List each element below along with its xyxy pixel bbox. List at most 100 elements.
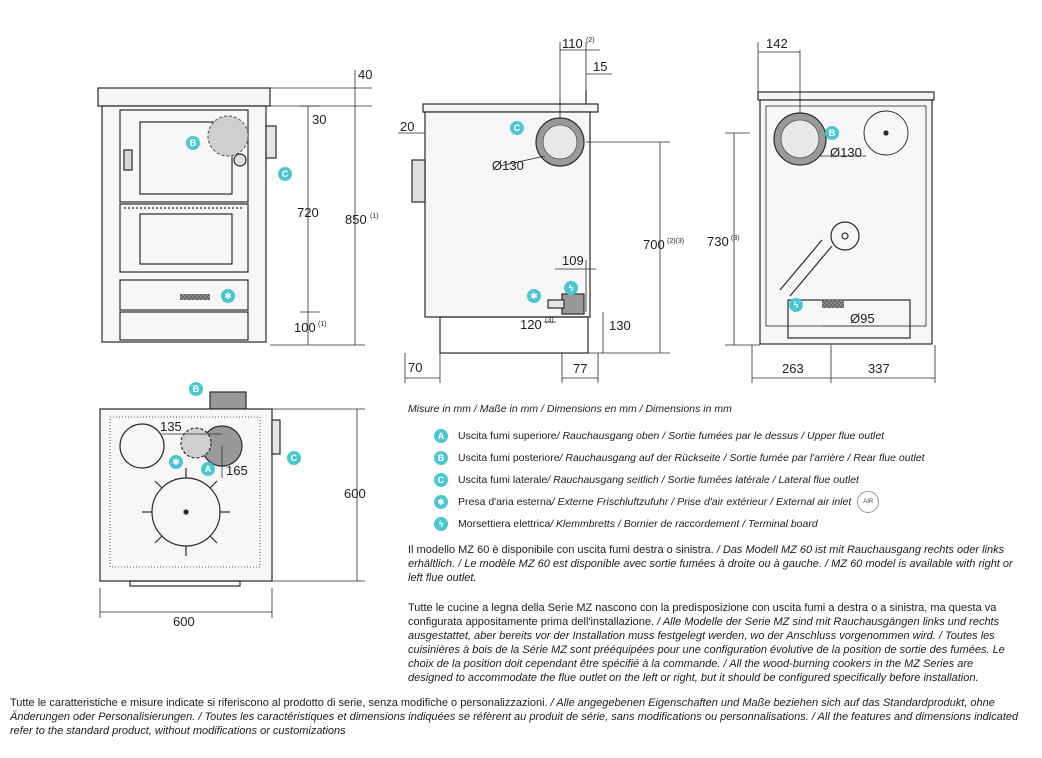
dim-top-135: 135 [160,419,182,434]
legend-item-air-inlet: ✱Presa d'aria esterna / Externe Frischlu… [408,491,968,513]
badge-a-icon: A [434,429,448,443]
dim-top-165: 165 [226,463,248,478]
lightning-icon: ϟ [434,517,448,531]
badge-air-side [527,289,541,303]
side-flue-stub [265,125,277,159]
dim-side-15: 15 [593,59,607,74]
rear-ash-box [787,299,911,339]
legend: Misure in mm / Maße in mm / Dimensions e… [408,402,968,535]
badge-air-top [169,455,183,469]
dim-side-700: 700 [643,237,665,252]
badge-b-top [189,382,203,396]
oven-window [139,213,233,265]
badge-b-top-label: B [193,384,200,394]
badge-c-top [287,451,301,465]
rear-dimensions [725,42,936,383]
note-series: Tutte le cucine a legna della Serie MZ n… [408,602,1005,684]
badge-terminal-rear [789,298,803,312]
top-rear-flue [209,391,247,410]
badge-terminal-side [564,281,578,295]
dim-side-700-sup: (2)(3) [667,238,684,245]
dim-front-720: 720 [297,205,319,220]
badge-c-side [510,121,524,135]
dim-rear-dia95: Ø95 [850,311,875,326]
oven-door [119,203,249,273]
asterisk-icon: ✱ [434,495,448,509]
dim-side-110: 110 [562,36,583,51]
dim-side-20: 20 [400,119,414,134]
top-dimensions [99,408,365,618]
badge-c-side-label: C [514,123,521,133]
dim-rear-142: 142 [766,36,788,51]
air-inlet-top-icon: ✱ [172,457,180,467]
dim-front-100-sup: (1) [318,321,327,328]
front-top-plate [97,87,271,107]
top-handle [129,580,241,587]
side-dimensions [398,42,670,383]
side-handle [411,159,426,203]
air-inlet-icon: ✱ [224,291,232,301]
drawer-grille [180,294,210,300]
dim-rear-730: 730 [707,234,729,249]
side-terminal-block [561,293,585,315]
air-fan-icon: AIR [857,491,880,513]
dim-side-110-sup: (2) [586,37,595,44]
thermostat-knob [233,153,247,167]
badge-c-top-label: C [291,453,298,463]
dim-rear-dia130: Ø130 [830,145,862,160]
badge-air-front [221,289,235,303]
firebox-door [119,109,249,203]
footer-note: Tutte le caratteristiche e misure indica… [10,697,1019,737]
dim-rear-263: 263 [782,361,804,376]
badge-a-top-label: A [205,464,212,474]
dim-front-40: 40 [358,67,372,82]
legend-title: Misure in mm / Maße in mm / Dimensions e… [408,403,732,415]
rear-top-plate [757,91,935,101]
dim-rear-337: 337 [868,361,890,376]
dim-side-70: 70 [408,360,422,375]
hotplate-small [119,423,165,469]
dim-rear-730-sup: (3) [731,235,740,242]
firebox-window [139,121,233,195]
terminal-board-icon: ϟ [569,283,574,293]
badge-b-icon: B [434,451,448,465]
plinth [119,311,249,341]
front-view [97,87,277,343]
dim-side-120-sup: (3) [545,317,554,324]
dim-top-600-width: 600 [173,614,195,629]
badge-a-top [201,462,215,476]
dim-front-850: 850 [345,212,367,227]
air-inlet-side-icon: ✱ [530,291,538,301]
terminal-board-rear-icon: ϟ [794,300,799,310]
dim-side-130: 130 [609,318,631,333]
top-view [99,391,281,587]
side-top-plate [422,103,599,113]
badge-c-front-label: C [282,169,289,179]
dim-front-100: 100 [294,320,316,335]
dim-top-600-height: 600 [344,486,366,501]
door-handle [123,149,133,171]
badge-b-rear [825,126,839,140]
dim-side-109: 109 [562,253,584,268]
badge-b-front [186,136,200,150]
badge-b-rear-label: B [829,128,836,138]
note-mz60: Il modello MZ 60 è disponibile con uscit… [408,544,1013,584]
dim-side-77: 77 [573,361,587,376]
dim-side-dia130: Ø130 [492,158,524,173]
upper-flue-dashed [207,115,249,157]
badge-b-front-label: B [190,138,197,148]
front-dimensions [270,70,372,346]
top-side-flue [271,419,281,455]
side-plinth [439,316,589,354]
badge-c-icon: C [434,473,448,487]
dim-front-30: 30 [312,112,326,127]
ash-drawer [119,279,249,311]
dim-side-120: 120 [520,317,542,332]
dim-front-850-sup: (1) [370,213,379,220]
badge-c-front [278,167,292,181]
